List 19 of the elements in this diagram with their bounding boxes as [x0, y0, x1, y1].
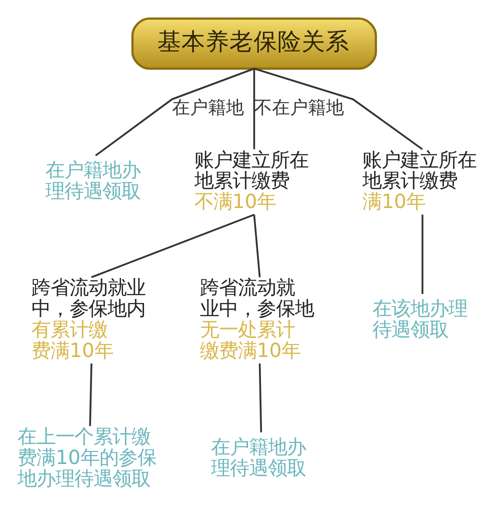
node-box: 基本养老保险关系 — [131, 17, 377, 70]
connector — [254, 68, 423, 150]
connector — [89, 363, 92, 426]
node-text: 在户籍地办理待遇领取 — [46, 158, 141, 203]
edge-label: 不在户籍地 — [254, 98, 344, 119]
connector — [253, 214, 261, 278]
connector — [258, 363, 262, 432]
node-text: 跨省流动就业中，参保地内 有累计缴费满10年 — [32, 276, 146, 362]
node-text: 账户建立所在地累计缴费 不满10年 — [194, 148, 308, 213]
node-text: 在该地办理待遇领取 — [372, 297, 468, 341]
connector — [95, 68, 254, 156]
connector — [253, 68, 256, 150]
connector — [91, 214, 254, 278]
node-text: 账户建立所在地累计缴费 满10年 — [362, 148, 477, 213]
node-text: 跨省流动就业中，参保地 无一处累计缴费满10年 — [200, 276, 314, 362]
node-text: 在上一个累计缴费满10年的参保地办理待遇领取 — [18, 425, 157, 490]
connector — [422, 214, 424, 294]
node-text: 在户籍地办理待遇领取 — [211, 435, 306, 480]
edge-label: 在户籍地 — [172, 98, 244, 119]
